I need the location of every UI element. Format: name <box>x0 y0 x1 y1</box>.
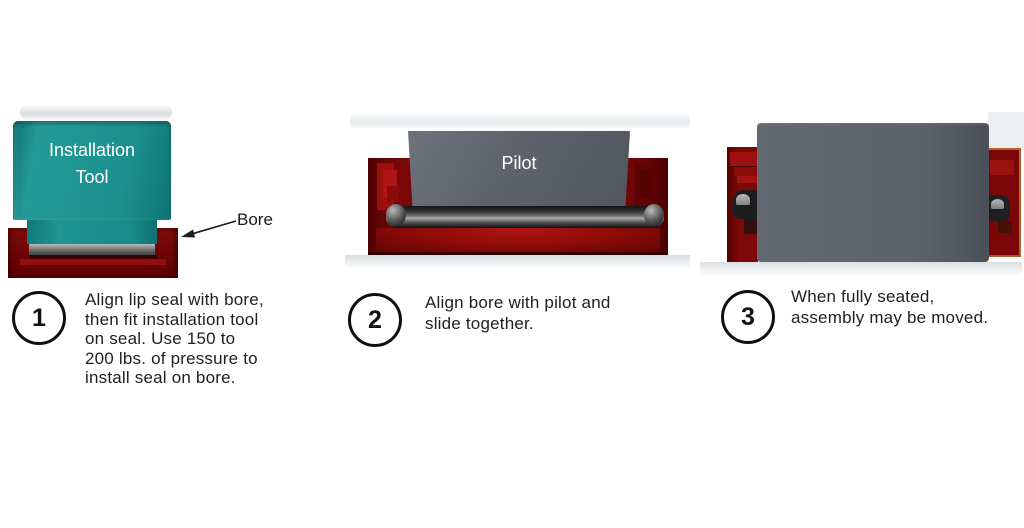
installation-tool-shape: Installation Tool <box>13 121 171 220</box>
installation-tool-label: Installation Tool <box>48 140 136 187</box>
caption-line: When fully seated, <box>791 287 935 306</box>
seal-bead-right <box>644 204 664 226</box>
step-1-number-badge: 1 <box>12 291 66 345</box>
figure2-background-band <box>350 113 690 128</box>
bore-step-detail <box>20 259 166 265</box>
caption-line: on seal. Use 150 to <box>85 329 236 348</box>
bore-step-detail <box>730 152 758 167</box>
caption-line: 200 lbs. of pressure to <box>85 348 258 368</box>
caption-line: install seal on bore. <box>85 368 236 387</box>
caption-line: slide together. <box>425 313 534 333</box>
bore-groove-detail <box>998 221 1012 233</box>
bore-step-detail <box>737 176 758 183</box>
bore-step-detail <box>734 167 758 176</box>
step-2-caption: Align bore with pilot and slide together… <box>425 293 675 334</box>
caption-line: assembly may be moved. <box>791 307 989 327</box>
caption-line: Align lip seal with bore, <box>85 290 264 309</box>
step-1-caption: Align lip seal with bore, then fit insta… <box>85 290 320 388</box>
bore-label: Bore <box>237 210 273 229</box>
seated-assembly-shape <box>757 123 989 262</box>
bore-groove-detail <box>29 255 157 259</box>
figure3-background-band <box>988 112 1024 150</box>
step-3-number: 3 <box>741 302 755 331</box>
bore-step-detail <box>387 186 399 202</box>
bore-step-detail <box>640 170 652 198</box>
bore-inner-face <box>376 228 660 251</box>
bore-callout-arrow-icon <box>181 220 237 238</box>
bore-step-detail <box>990 160 1014 175</box>
seal-bead-left <box>736 194 750 205</box>
lip-seal-shape <box>29 244 155 255</box>
caption-line: Align bore with pilot and <box>425 293 611 312</box>
bore-groove-detail <box>744 219 758 234</box>
step-2-number-badge: 2 <box>348 293 402 347</box>
installation-tool-nose <box>27 218 157 244</box>
lip-seal-shape <box>386 206 664 228</box>
pilot-shape: Pilot <box>408 131 630 207</box>
tool-top-cap <box>20 104 172 121</box>
seal-bead-left <box>386 204 406 226</box>
step-3-caption: When fully seated, assembly may be moved… <box>791 287 1024 328</box>
step-1-number: 1 <box>32 303 46 332</box>
caption-line: then fit installation tool <box>85 309 259 329</box>
step-3-number-badge: 3 <box>721 290 775 344</box>
pilot-label: Pilot <box>501 153 537 173</box>
seal-bead-right <box>991 199 1004 209</box>
step-2-number: 2 <box>368 305 382 334</box>
figure2-shadow <box>345 255 690 269</box>
figure3-shadow <box>700 262 1022 276</box>
